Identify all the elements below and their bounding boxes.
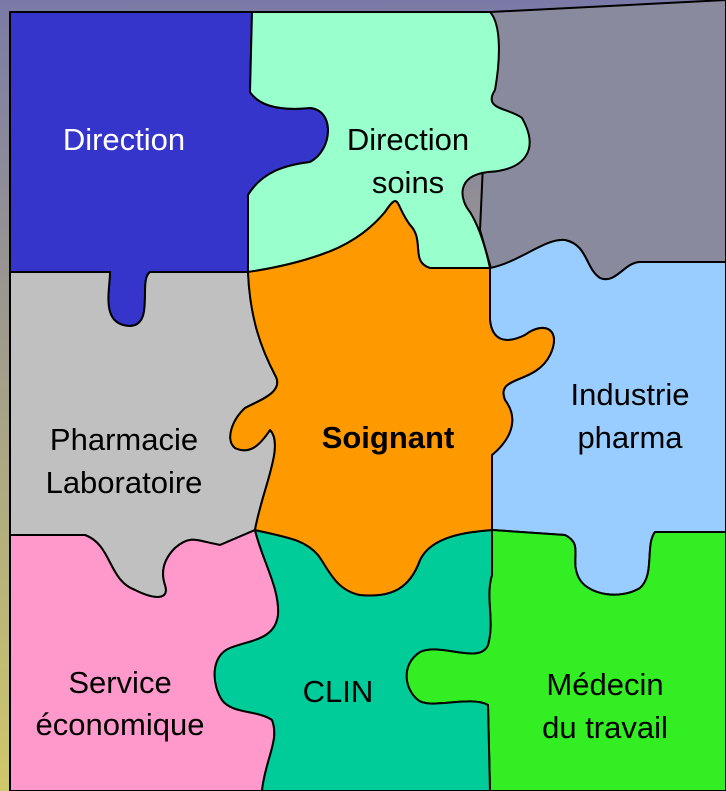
label-direction-soins-line2: soins [372,165,444,200]
label-service-line1: Service [68,665,171,700]
label-medecin-line2: du travail [542,710,668,745]
label-direction-soins-line1: Direction [347,122,469,157]
label-industrie-line1: Industrie [571,377,690,412]
label-soignant: Soignant [322,420,455,455]
label-service-line2: économique [36,707,205,742]
label-clin: CLIN [303,674,374,709]
label-industrie-line2: pharma [577,420,683,455]
label-pharmacie-line1: Pharmacie [50,422,198,457]
label-medecin-line1: Médecin [546,667,663,702]
piece-soignant [229,200,555,597]
label-pharmacie-line2: Laboratoire [46,465,203,500]
label-direction: Direction [63,122,185,157]
